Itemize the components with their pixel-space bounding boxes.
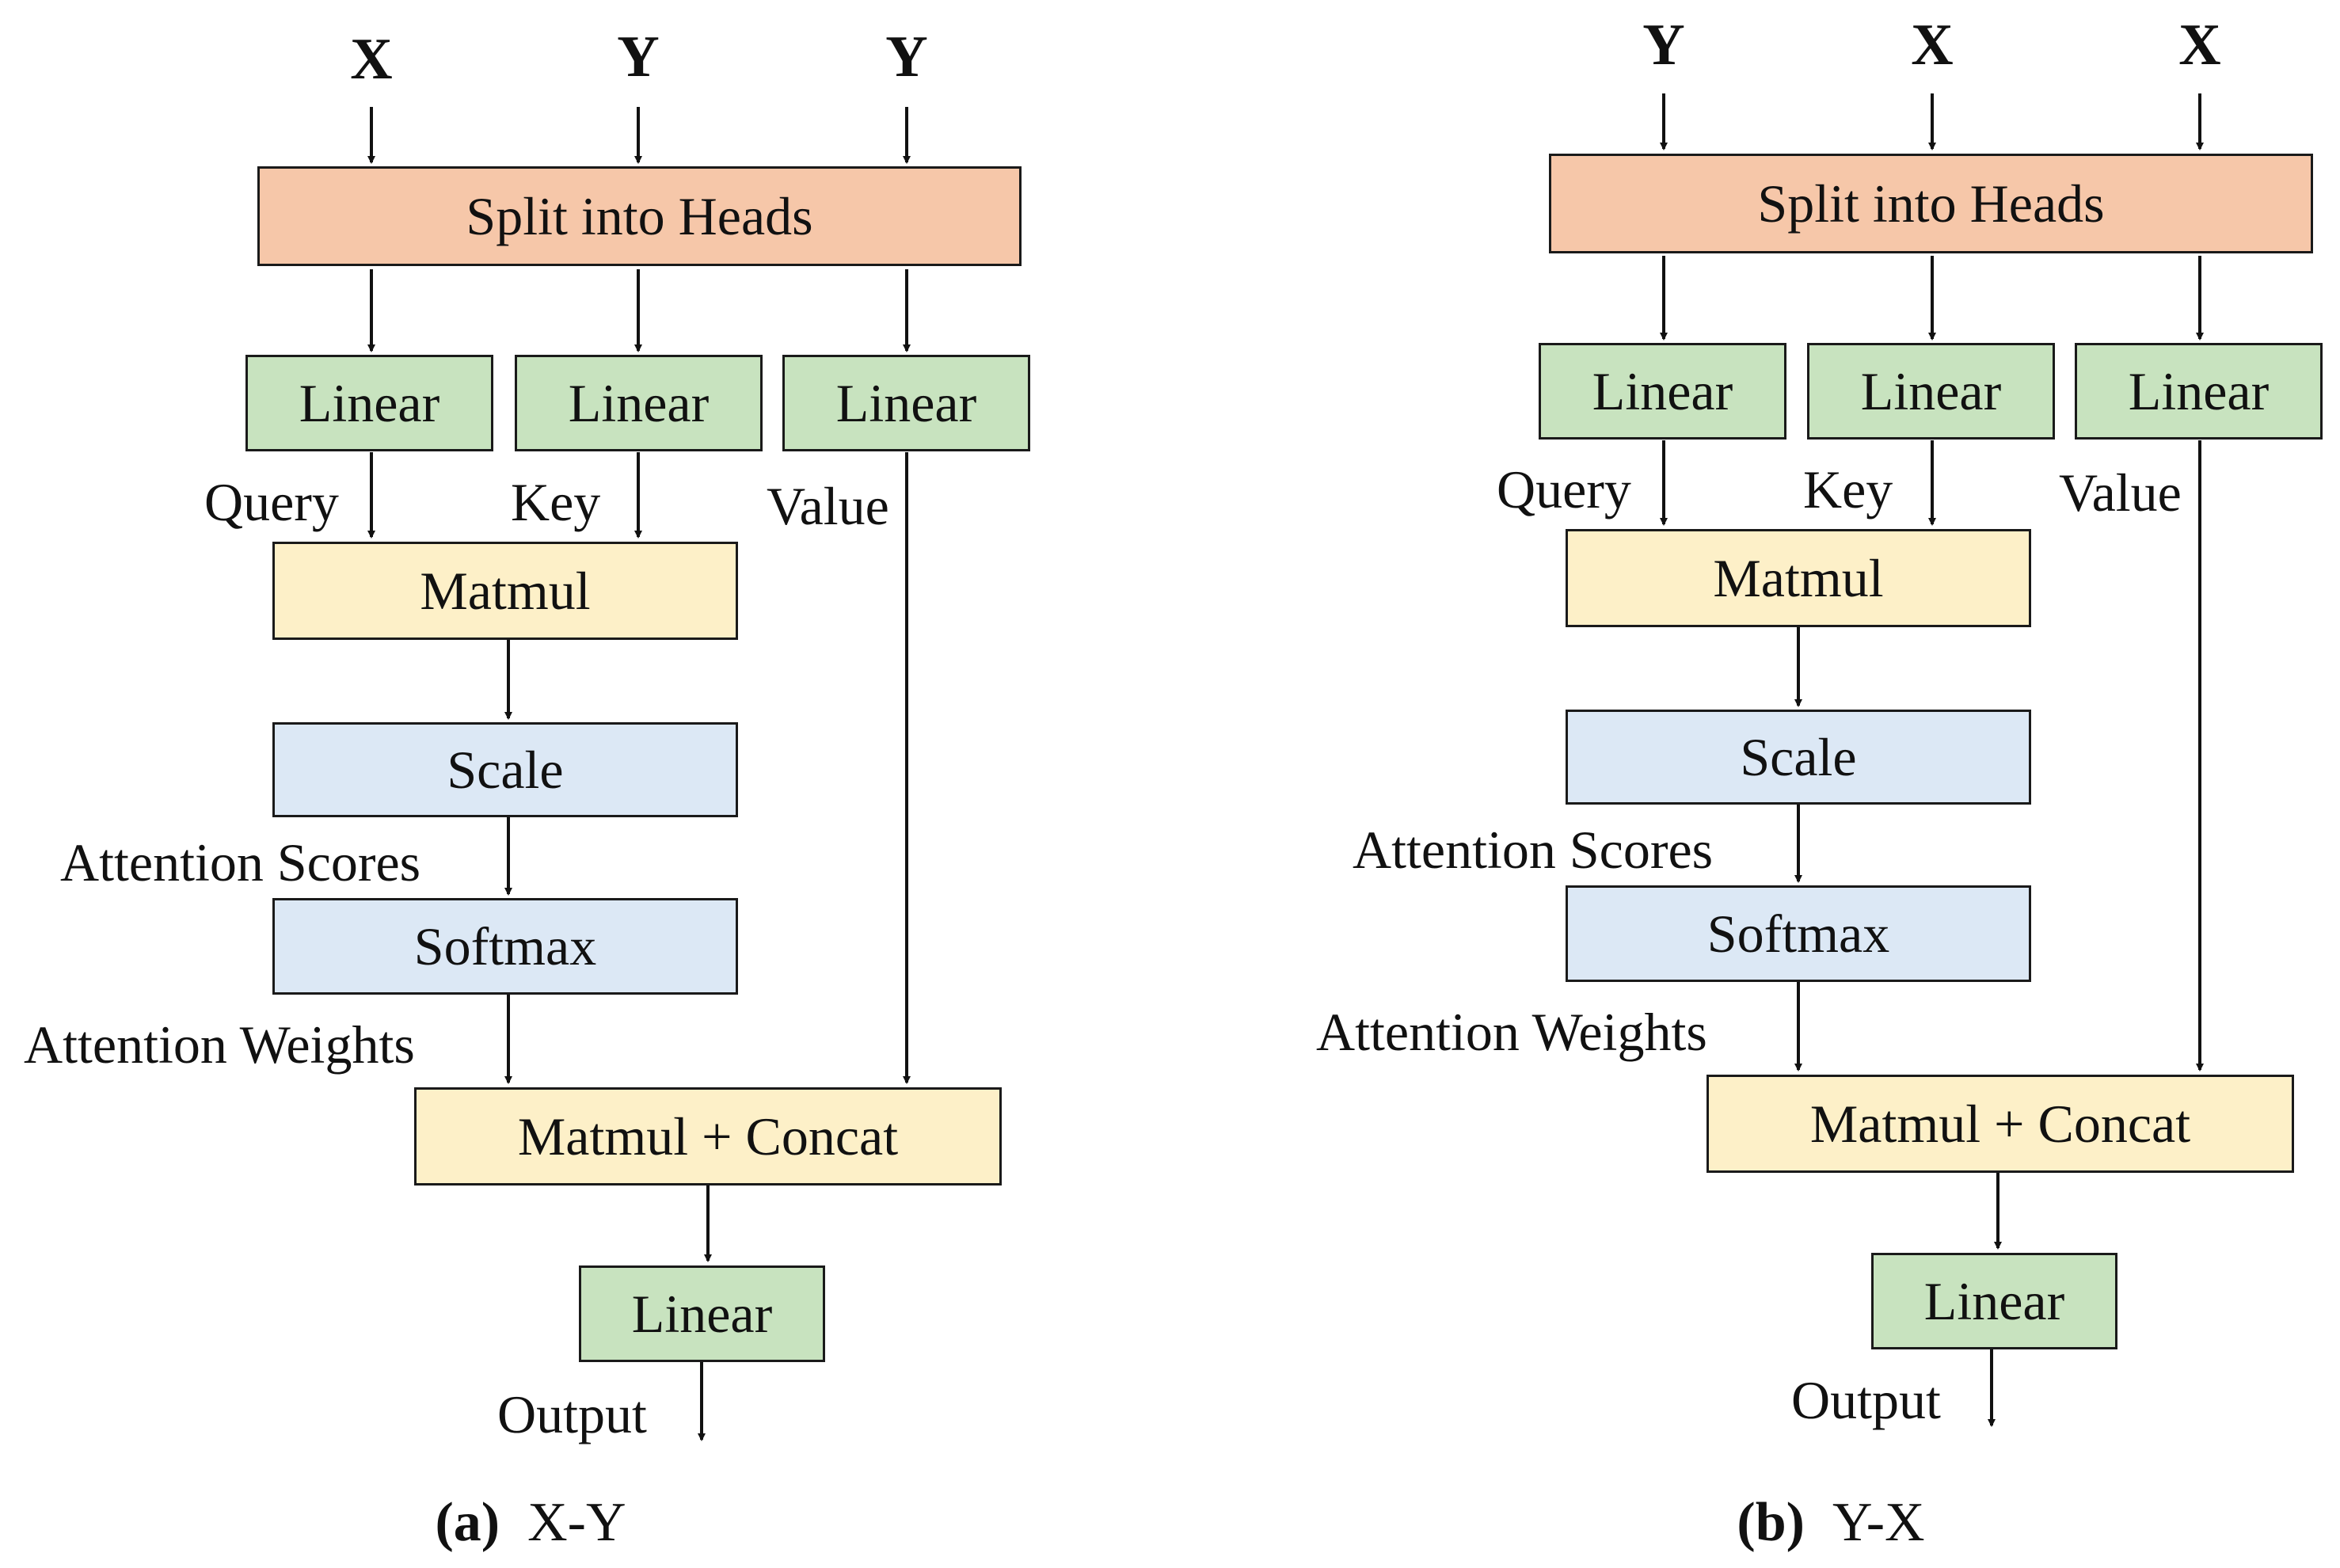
matmul-concat-box: Matmul + Concat — [414, 1087, 1002, 1186]
input-x-label: X — [2178, 13, 2221, 78]
query-label: Query — [204, 472, 339, 532]
matmul-box: Matmul — [1566, 529, 2031, 627]
input-y-label: Y — [885, 25, 928, 89]
attention-scores-label: Attention Scores — [1353, 820, 1714, 880]
scale-box: Scale — [272, 722, 738, 817]
split-into-heads-box: Split into Heads — [1549, 154, 2313, 253]
matmul-concat-box: Matmul + Concat — [1706, 1075, 2294, 1173]
linear-key-box: Linear — [515, 355, 763, 451]
caption-a-letter: (a) — [435, 1492, 500, 1553]
query-label: Query — [1497, 459, 1631, 519]
attention-scores-label: Attention Scores — [60, 832, 421, 892]
caption-a: (a) X-Y — [435, 1495, 626, 1551]
linear-value-box: Linear — [2075, 343, 2323, 440]
output-label: Output — [497, 1384, 647, 1444]
attention-weights-label: Attention Weights — [24, 1014, 415, 1075]
caption-b-text: Y-X — [1832, 1492, 1925, 1553]
caption-a-text: X-Y — [527, 1492, 626, 1553]
linear-query-box: Linear — [245, 355, 493, 451]
split-into-heads-box: Split into Heads — [257, 166, 1022, 266]
input-x-label: X — [1911, 13, 1954, 78]
softmax-box: Softmax — [272, 898, 738, 995]
key-label: Key — [511, 472, 601, 532]
linear-value-box: Linear — [782, 355, 1030, 451]
linear-output-box: Linear — [579, 1265, 825, 1362]
input-y-label: Y — [1642, 13, 1685, 78]
scale-box: Scale — [1566, 710, 2031, 805]
matmul-box: Matmul — [272, 542, 738, 640]
softmax-box: Softmax — [1566, 885, 2031, 982]
value-label: Value — [767, 476, 889, 536]
input-x-label: X — [350, 27, 393, 92]
input-y-label: Y — [617, 25, 660, 89]
output-label: Output — [1791, 1370, 1941, 1430]
key-label: Key — [1803, 459, 1893, 519]
attention-weights-label: Attention Weights — [1316, 1002, 1707, 1062]
caption-b: (b) Y-X — [1737, 1495, 1924, 1551]
caption-b-letter: (b) — [1737, 1492, 1805, 1553]
linear-query-box: Linear — [1539, 343, 1786, 440]
linear-output-box: Linear — [1871, 1253, 2117, 1349]
value-label: Value — [2059, 462, 2182, 523]
linear-key-box: Linear — [1807, 343, 2055, 440]
